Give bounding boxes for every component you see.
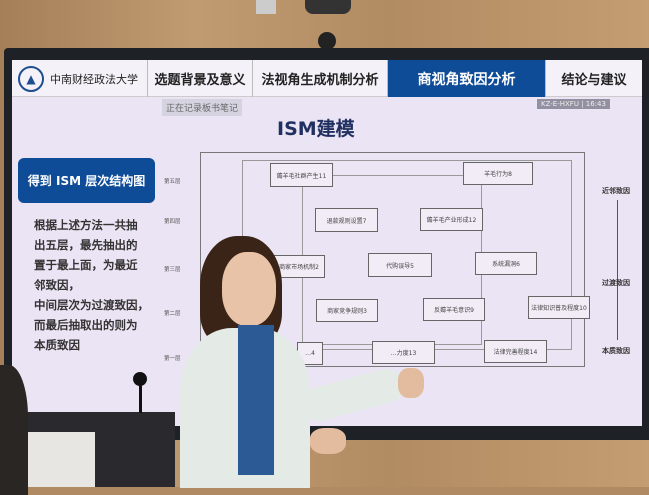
node-5: 代购误导5: [368, 253, 432, 277]
presentation-slide: ▲ 中南财经政法大学 选题背景及意义 法视角生成机制分析 商视角致因分析 结论与建…: [12, 60, 642, 426]
nav-tab-mechanism[interactable]: 法视角生成机制分析: [253, 60, 388, 97]
text-line: 中间层次为过渡致因，: [34, 298, 149, 312]
cause-label-essential: 本质致因: [602, 347, 630, 355]
recording-overlay: 正在记录板书笔记: [162, 99, 243, 116]
paper-stack: [15, 432, 95, 487]
node-8: 羊毛行为8: [463, 162, 533, 185]
microphone-stem: [139, 385, 142, 413]
presenter-hand: [398, 368, 424, 398]
text-line: 本质致因: [34, 338, 80, 352]
status-overlay: KZ-E-HXFU | 16:43: [537, 99, 610, 109]
node-13: …力度13: [372, 341, 435, 364]
nav-tab-conclusion[interactable]: 结论与建议: [561, 73, 627, 88]
cause-label-proximate: 近邻致因: [602, 187, 630, 195]
nav-tab-cause-analysis[interactable]: 商视角致因分析: [388, 60, 546, 97]
text-line: 出五层，最先抽出的: [34, 238, 138, 252]
node-7: 退款规则设置7: [315, 208, 378, 232]
node-11: 薅羊毛社群产生11: [270, 163, 333, 187]
level-label: 第五层: [164, 179, 181, 185]
node-12: 薅羊毛产业形成12: [420, 208, 483, 231]
node-6: 系统漏洞6: [475, 252, 537, 275]
node-10: 法律知识普及程度10: [528, 296, 590, 319]
diagram-frame: [200, 152, 585, 367]
node-2: 商家市场机制2: [273, 255, 325, 278]
logo-text: 中南财经政法大学: [50, 72, 138, 86]
level-label: 第二层: [164, 311, 181, 317]
nav-tab-background[interactable]: 选题背景及意义: [148, 60, 253, 97]
slide-title: ISM建模: [277, 118, 355, 140]
slide-nav: ▲ 中南财经政法大学 选题背景及意义 法视角生成机制分析 商视角致因分析 结论与建…: [12, 60, 642, 97]
microphone: [133, 372, 147, 386]
camera: [305, 0, 351, 14]
level-label: 第四层: [164, 219, 181, 225]
cause-label-transitional: 过渡致因: [602, 279, 630, 287]
presenter-shirt: [238, 325, 274, 475]
logo-emblem-icon: ▲: [18, 65, 44, 92]
explanation-text: 根据上述方法一共抽 出五层，最先抽出的 置于最上面，为最近 邻致因， 中间层次为…: [34, 215, 154, 355]
node-3: 商家竞争规则3: [316, 299, 378, 322]
level-label: 第三层: [164, 267, 181, 273]
level-label: 第一层: [164, 356, 181, 362]
text-line: 邻致因，: [34, 278, 80, 292]
section-label: 得到 ISM 层次结构图: [18, 158, 155, 203]
cause-axis-line: [617, 200, 618, 340]
presenter-left-hand: [310, 428, 346, 454]
text-line: 根据上述方法一共抽: [34, 218, 138, 232]
node-14: 法律完善程度14: [484, 340, 547, 363]
university-logo: ▲ 中南财经政法大学: [12, 60, 148, 97]
webcam: [318, 32, 336, 50]
presenter-face: [222, 252, 276, 326]
text-line: 置于最上面，为最近: [34, 258, 138, 272]
audience-head: [0, 365, 28, 495]
node-9: 反薅羊毛意识9: [423, 298, 485, 321]
ceiling-bracket: [256, 0, 276, 14]
text-line: 而最后抽取出的则为: [34, 318, 138, 332]
